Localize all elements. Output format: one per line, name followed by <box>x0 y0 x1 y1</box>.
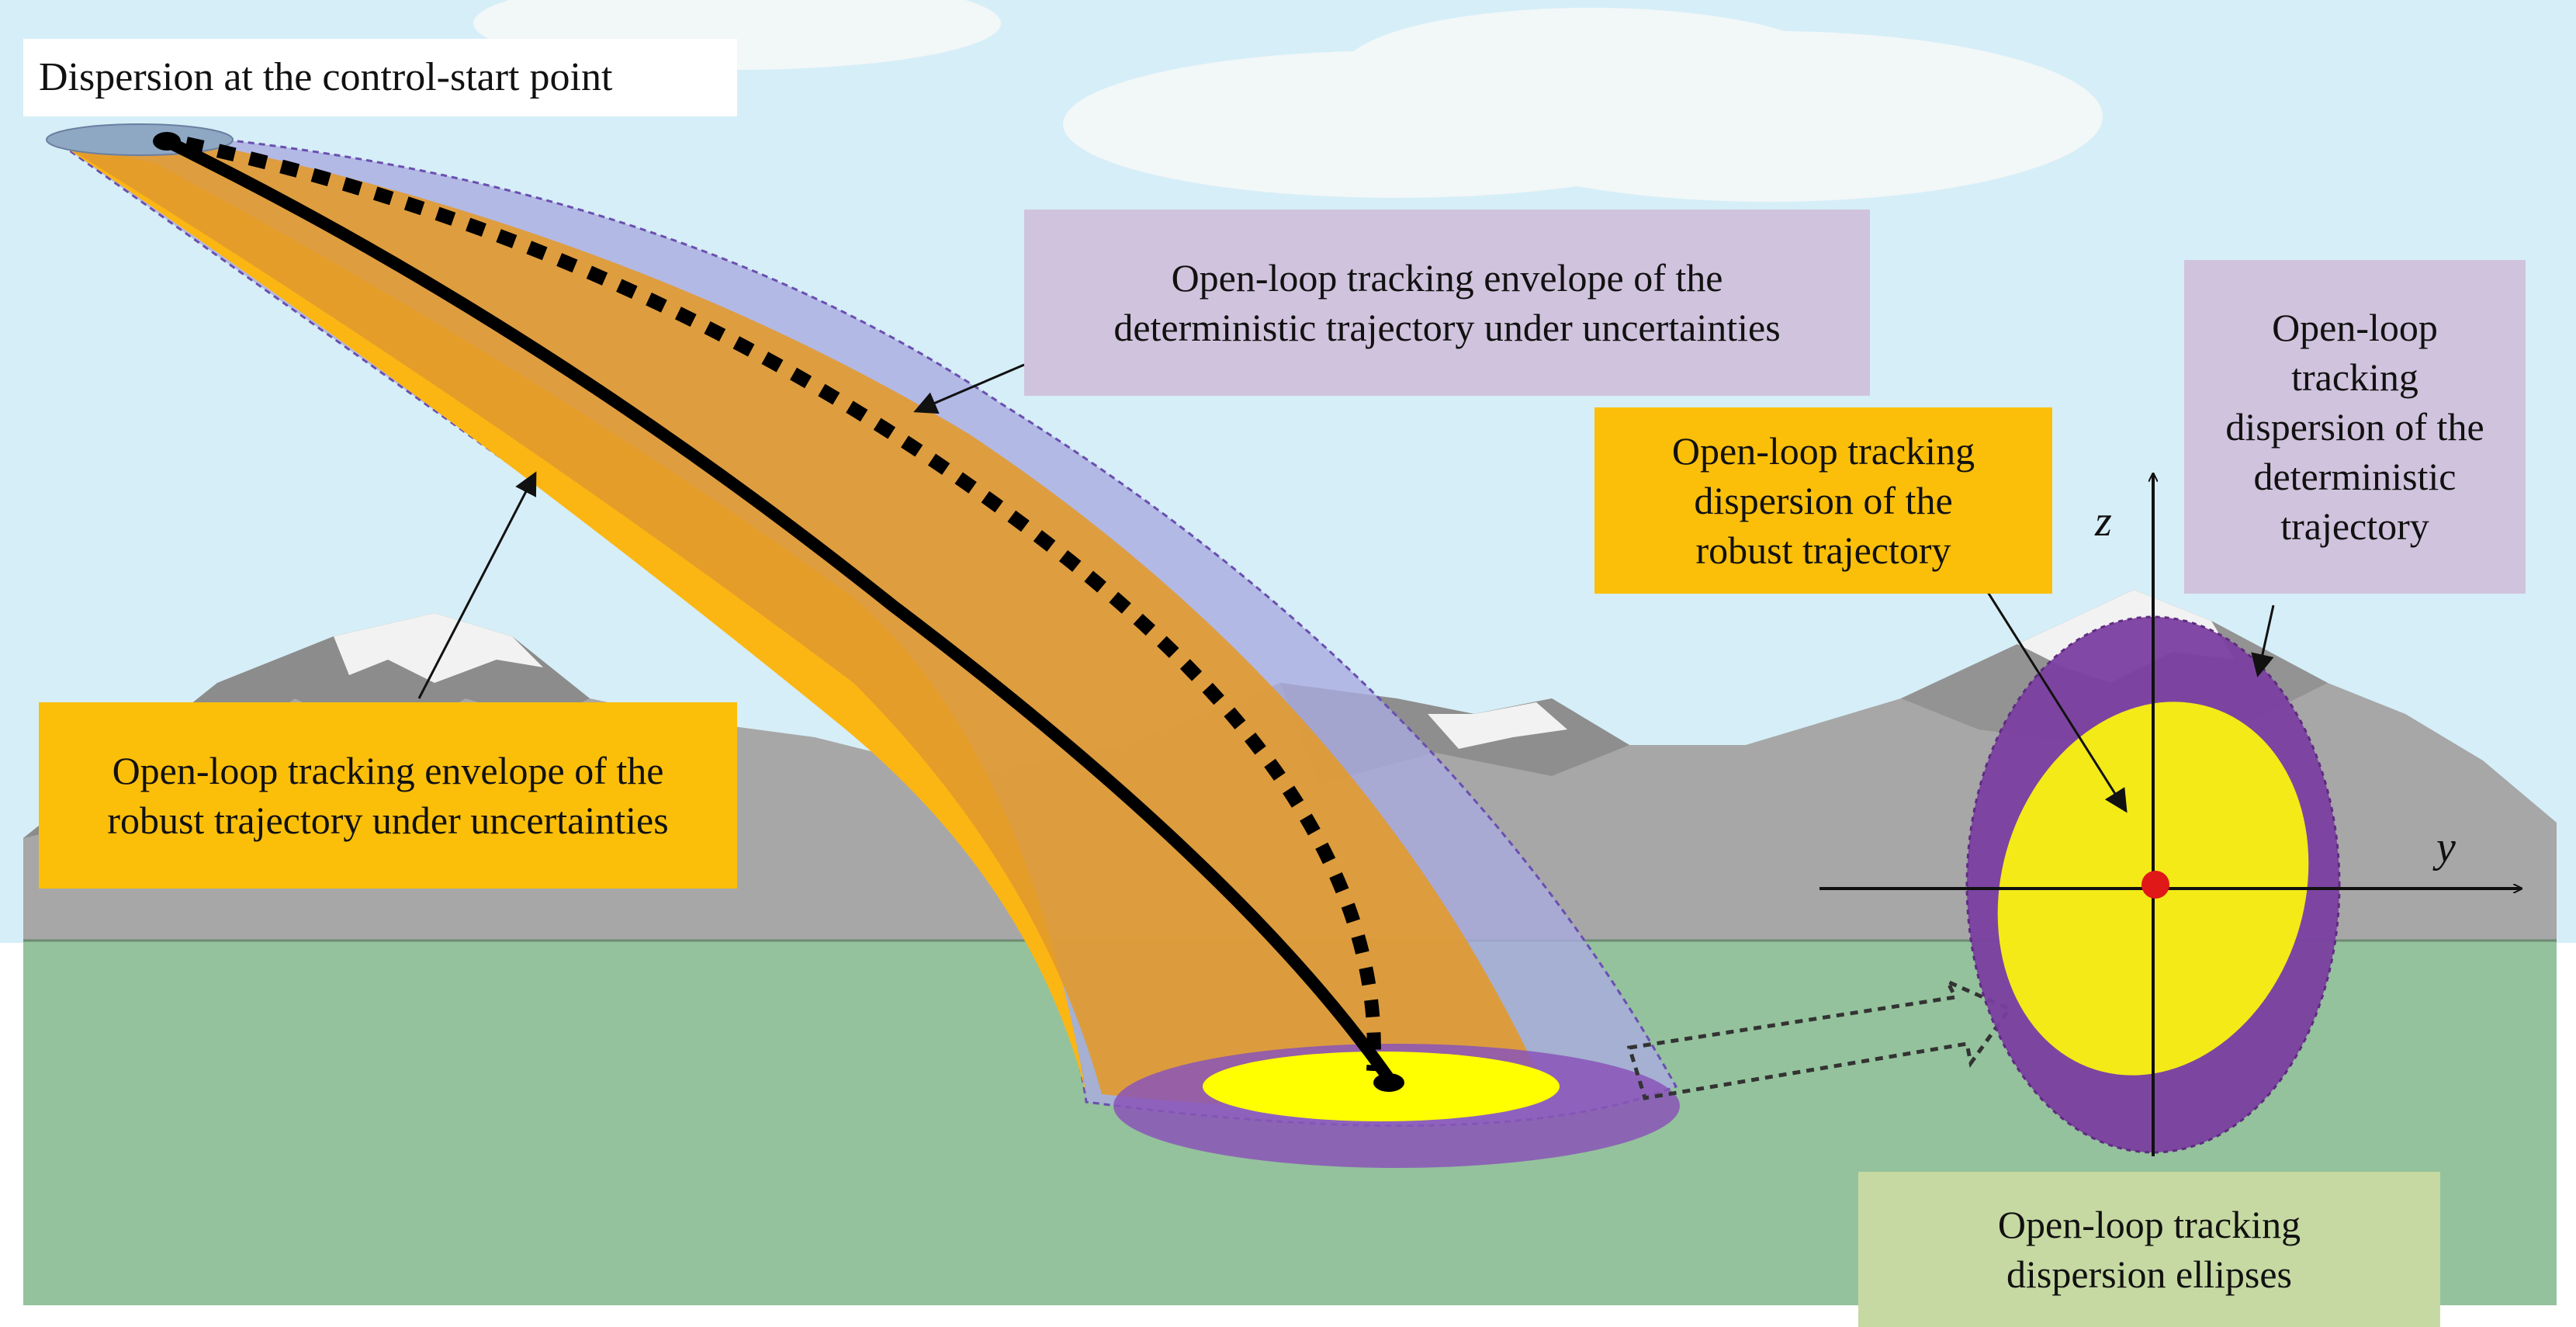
robust-trajectory <box>161 135 1395 1085</box>
y-axis-label: y <box>2436 823 2456 871</box>
leader-det-dispersion <box>2251 605 2275 677</box>
robust-dispersion-line-2: dispersion of the <box>1694 479 1953 522</box>
det-dispersion-label: Open-loop tracking dispersion of the det… <box>2184 260 2526 594</box>
robust-dispersion-label: Open-loop tracking dispersion of the rob… <box>1594 407 2052 594</box>
end-point <box>1373 1073 1404 1092</box>
projection-arrow <box>1626 977 2013 1100</box>
det-envelope-line-2: deterministic trajectory under uncertain… <box>1113 306 1781 349</box>
center-point <box>2141 871 2169 899</box>
robust-envelope <box>54 133 1544 1108</box>
start-point <box>153 132 181 151</box>
z-axis-label: z <box>2095 497 2112 546</box>
det-dispersion-line-4: deterministic <box>2253 455 2457 498</box>
cloud <box>473 0 2103 202</box>
ellipses-line-1: Open-loop tracking <box>1997 1203 2301 1246</box>
robust-dispersion-line-1: Open-loop tracking <box>1671 429 1975 473</box>
det-envelope-label: Open-loop tracking envelope of the deter… <box>1024 210 1870 396</box>
det-dispersion-line-3: dispersion of the <box>2225 405 2484 449</box>
leader-det-envelope <box>913 363 1025 414</box>
ellipses-line-2: dispersion ellipses <box>2006 1253 2293 1296</box>
leader-robust-dispersion <box>1985 589 2128 813</box>
det-dispersion-line-2: tracking <box>2291 355 2418 399</box>
det-dispersion-line-1: Open-loop <box>2272 306 2438 349</box>
leader-robust-envelope <box>417 471 537 699</box>
control-start-text: Dispersion at the control-start point <box>39 54 613 99</box>
deterministic-trajectory <box>185 137 1381 1072</box>
det-envelope-line-1: Open-loop tracking envelope of the <box>1171 256 1723 300</box>
robust-envelope-line-1: Open-loop tracking envelope of the <box>112 749 664 792</box>
robust-envelope-line-2: robust trajectory under uncertainties <box>107 799 669 842</box>
robust-envelope-label: Open-loop tracking envelope of the robus… <box>39 702 737 889</box>
control-start-label: Dispersion at the control-start point <box>23 39 737 116</box>
ellipses-label: Open-loop tracking dispersion ellipses <box>1858 1172 2440 1327</box>
robust-dispersion-line-3: robust trajectory <box>1695 528 1951 572</box>
det-dispersion-line-5: trajectory <box>2280 504 2429 548</box>
control-start-ellipse <box>46 123 234 156</box>
